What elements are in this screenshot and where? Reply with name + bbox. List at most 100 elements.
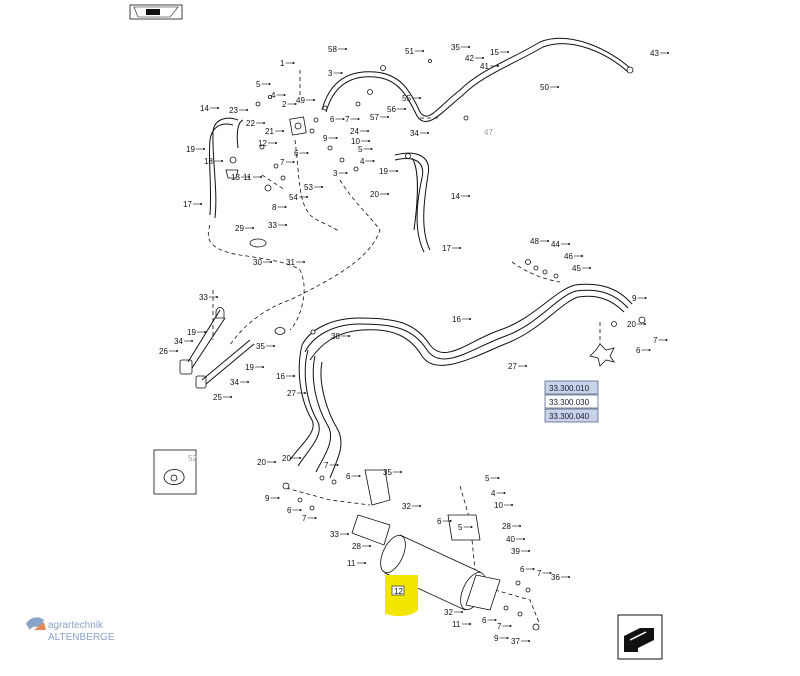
callout-c6c[interactable]: 6: [636, 346, 641, 355]
callout-c19b[interactable]: 19: [379, 167, 388, 176]
callout-c45[interactable]: 45: [572, 264, 581, 273]
callout-c30[interactable]: 30: [253, 258, 262, 267]
callout-c3b[interactable]: 3: [333, 169, 338, 178]
callout-c6b[interactable]: 6: [294, 149, 299, 158]
callout-c51[interactable]: 51: [405, 47, 414, 56]
navigate-arrow-icon[interactable]: [617, 614, 663, 660]
callout-c24[interactable]: 24: [350, 127, 359, 136]
callout-c11b[interactable]: 11: [347, 559, 356, 568]
callout-c29[interactable]: 29: [235, 224, 244, 233]
callout-c23[interactable]: 23: [229, 106, 238, 115]
callout-c34b[interactable]: 34: [174, 337, 183, 346]
callout-c28b[interactable]: 28: [352, 542, 361, 551]
callout-c58[interactable]: 58: [328, 45, 337, 54]
reference-box-3[interactable]: [544, 408, 599, 423]
callout-c6e[interactable]: 6: [287, 506, 292, 515]
callout-c3[interactable]: 3: [328, 69, 333, 78]
callout-c16b[interactable]: 16: [276, 372, 285, 381]
callout-c17b[interactable]: 17: [442, 244, 451, 253]
callout-c5d[interactable]: 5: [458, 523, 463, 532]
callout-c11a[interactable]: 11: [243, 173, 252, 182]
callout-c37[interactable]: 37: [511, 637, 520, 646]
callout-c42[interactable]: 42: [465, 54, 474, 63]
callout-c10a[interactable]: 10: [351, 137, 360, 146]
reference-box-2[interactable]: [544, 394, 599, 409]
callout-c13[interactable]: 13: [231, 173, 240, 182]
callout-c56[interactable]: 56: [387, 105, 396, 114]
callout-c1[interactable]: 1: [280, 59, 285, 68]
callout-c6f[interactable]: 6: [437, 517, 442, 526]
callout-c33b[interactable]: 33: [199, 293, 208, 302]
callout-c12a[interactable]: 12: [258, 139, 267, 148]
callout-c15[interactable]: 15: [490, 48, 499, 57]
callout-c49[interactable]: 49: [296, 96, 305, 105]
callout-c7g[interactable]: 7: [497, 622, 502, 631]
callout-c35c[interactable]: 35: [383, 468, 392, 477]
callout-c33a[interactable]: 33: [268, 221, 277, 230]
callout-c19c[interactable]: 19: [187, 328, 196, 337]
callout-c43[interactable]: 43: [650, 49, 659, 58]
callout-c17a[interactable]: 17: [183, 200, 192, 209]
callout-c10b[interactable]: 10: [494, 501, 503, 510]
callout-c32b[interactable]: 32: [444, 608, 453, 617]
callout-c26[interactable]: 26: [159, 347, 168, 356]
inset-52[interactable]: [153, 449, 197, 495]
callout-c27a[interactable]: 27: [508, 362, 517, 371]
callout-c34a[interactable]: 34: [410, 129, 419, 138]
callout-c7f[interactable]: 7: [537, 569, 542, 578]
callout-c9c[interactable]: 9: [265, 494, 270, 503]
callout-c7e[interactable]: 7: [302, 514, 307, 523]
callout-c35b[interactable]: 35: [256, 342, 265, 351]
callout-c46[interactable]: 46: [564, 252, 573, 261]
callout-c53[interactable]: 53: [304, 183, 313, 192]
callout-c36[interactable]: 36: [551, 573, 560, 582]
air-tank[interactable]: [351, 469, 501, 613]
callout-c9b[interactable]: 9: [632, 294, 637, 303]
callout-c31[interactable]: 31: [286, 258, 295, 267]
callout-c32a[interactable]: 32: [402, 502, 411, 511]
callout-c8[interactable]: 8: [272, 203, 277, 212]
callout-c11c[interactable]: 11: [452, 620, 461, 629]
callout-c16a[interactable]: 16: [452, 315, 461, 324]
callout-c48[interactable]: 48: [530, 237, 539, 246]
callout-c20b[interactable]: 20: [627, 320, 636, 329]
callout-c57[interactable]: 57: [370, 113, 379, 122]
callout-c25[interactable]: 25: [213, 393, 222, 402]
callout-c2[interactable]: 2: [282, 100, 287, 109]
callout-c5b[interactable]: 5: [358, 145, 363, 154]
callout-c50[interactable]: 50: [540, 83, 549, 92]
reference-box-1[interactable]: [544, 380, 599, 395]
callout-c39[interactable]: 39: [511, 547, 520, 556]
view-icon[interactable]: [129, 4, 183, 20]
callout-c19a[interactable]: 19: [186, 145, 195, 154]
callout-c28a[interactable]: 28: [502, 522, 511, 531]
callout-c20d[interactable]: 20: [282, 454, 291, 463]
callout-c38[interactable]: 38: [331, 332, 340, 341]
callout-c4a[interactable]: 4: [271, 91, 276, 100]
callout-c7a[interactable]: 7: [345, 115, 350, 124]
callout-c35a[interactable]: 35: [451, 43, 460, 52]
callout-c44[interactable]: 44: [551, 240, 560, 249]
callout-c9d[interactable]: 9: [494, 634, 499, 643]
callout-c34c[interactable]: 34: [230, 378, 239, 387]
callout-c6h[interactable]: 6: [482, 616, 487, 625]
callout-c21[interactable]: 21: [265, 127, 274, 136]
callout-c9a[interactable]: 9: [323, 134, 328, 143]
callout-c14a[interactable]: 14: [200, 104, 209, 113]
callout-c40[interactable]: 40: [506, 535, 515, 544]
callout-c41[interactable]: 41: [480, 62, 489, 71]
callout-c19d[interactable]: 19: [245, 363, 254, 372]
callout-c55[interactable]: 55: [402, 94, 411, 103]
callout-c6g[interactable]: 6: [520, 565, 525, 574]
callout-c27b[interactable]: 27: [287, 389, 296, 398]
callout-c5c[interactable]: 5: [485, 474, 490, 483]
callout-c7d[interactable]: 7: [324, 461, 329, 470]
callout-c54[interactable]: 54: [289, 193, 298, 202]
callout-c22[interactable]: 22: [246, 119, 255, 128]
callout-c6a[interactable]: 6: [330, 115, 335, 124]
callout-c5a[interactable]: 5: [256, 80, 261, 89]
grey-callout-g52[interactable]: 52: [188, 454, 197, 463]
callout-c6d[interactable]: 6: [346, 472, 351, 481]
callout-c33c[interactable]: 33: [330, 530, 339, 539]
callout-c14b[interactable]: 14: [451, 192, 460, 201]
